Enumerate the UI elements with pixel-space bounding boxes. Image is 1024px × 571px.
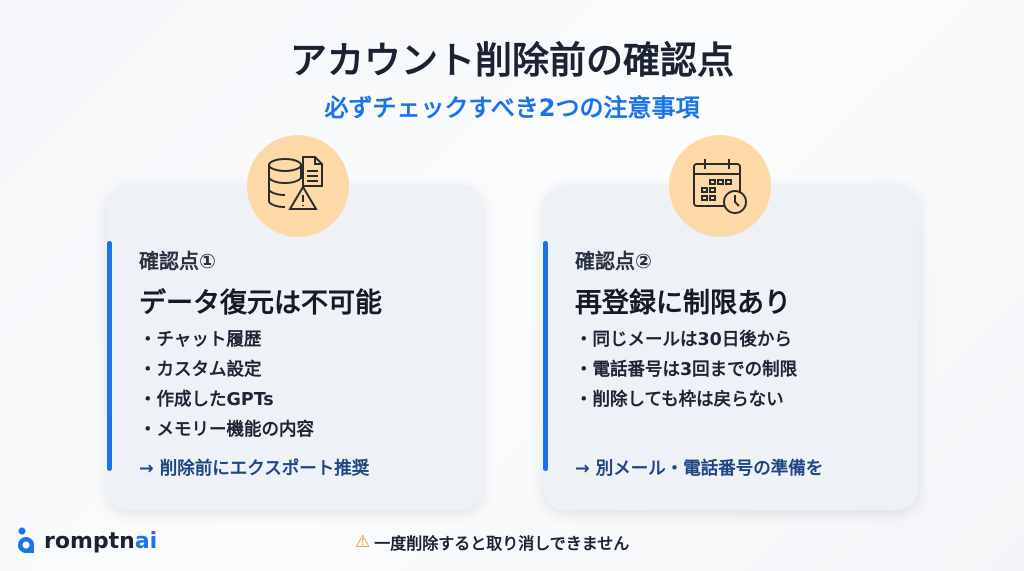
accent-bar: [543, 241, 548, 471]
list-item: ・削除しても枠は戻らない: [575, 390, 784, 410]
page-subtitle: 必ずチェックすべき2つの注意事項: [324, 94, 700, 122]
database-document-warning-icon: [247, 135, 349, 237]
page-title: アカウント削除前の確認点: [290, 39, 734, 82]
card-data-recovery: 確認点① データ復元は不可能 ・チャット履歴 ・カスタム設定 ・作成したGPTs…: [107, 185, 483, 510]
warning-text: 一度削除すると取り消しできません: [374, 534, 630, 553]
card-heading: データ復元は不可能: [139, 288, 382, 319]
warning-footer: ⚠ 一度削除すると取り消しできません: [355, 530, 629, 554]
logo-text: romptn: [44, 528, 135, 554]
card-note: → 削除前にエクスポート推奨: [139, 459, 370, 479]
list-item: ・カスタム設定: [139, 360, 262, 380]
card-label: 確認点②: [575, 249, 652, 273]
list-item: ・チャット履歴: [139, 330, 262, 350]
list-item: ・作成したGPTs: [139, 390, 274, 410]
list-item: ・メモリー機能の内容: [139, 420, 314, 440]
logo: romptnai: [14, 527, 157, 555]
calendar-clock-icon: [669, 135, 771, 237]
warning-icon: ⚠: [355, 532, 371, 552]
card-label: 確認点①: [139, 249, 216, 273]
list-item: ・電話番号は3回までの制限: [575, 360, 798, 380]
list-item: ・同じメールは30日後から: [575, 330, 792, 350]
accent-bar: [107, 241, 112, 471]
card-re-registration: 確認点② 再登録に制限あり ・同じメールは30日後から ・電話番号は3回までの制…: [543, 185, 919, 510]
logo-text-accent: ai: [134, 528, 158, 554]
card-note: → 別メール・電話番号の準備を: [575, 459, 824, 479]
card-heading: 再登録に制限あり: [575, 288, 791, 319]
logo-mark-icon: [18, 527, 34, 553]
